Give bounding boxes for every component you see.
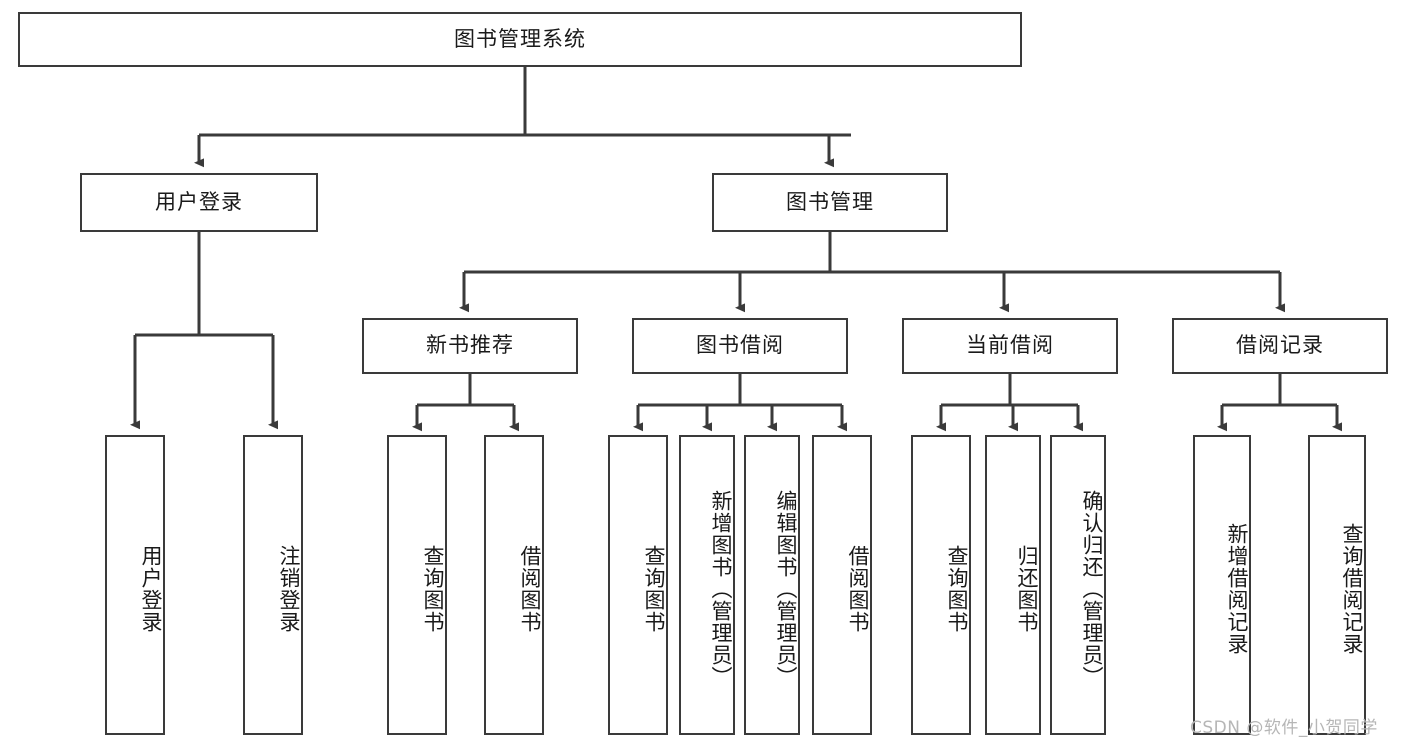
node-leaf-borrow-book-1-label: 借阅图书 [518, 545, 542, 633]
node-book-borrow-label: 图书借阅 [696, 333, 784, 358]
node-leaf-borrow-book-2[interactable]: 借阅图书 [812, 435, 872, 735]
node-root[interactable]: 图书管理系统 [18, 12, 1022, 67]
node-leaf-logout[interactable]: 注销登录 [243, 435, 303, 735]
node-leaf-borrow-book-2-label: 借阅图书 [846, 545, 870, 633]
node-book-borrow[interactable]: 图书借阅 [632, 318, 848, 374]
node-leaf-confirm-return[interactable]: 确认归还（管理员） [1050, 435, 1106, 735]
node-current-borrow[interactable]: 当前借阅 [902, 318, 1118, 374]
node-leaf-add-book-label: 新增图书（管理员） [709, 490, 733, 688]
node-leaf-query-book-3-label: 查询图书 [945, 545, 969, 633]
node-book-manage[interactable]: 图书管理 [712, 173, 948, 232]
node-book-manage-label: 图书管理 [786, 189, 874, 214]
node-leaf-query-book-1-label: 查询图书 [421, 545, 445, 633]
node-borrow-record[interactable]: 借阅记录 [1172, 318, 1388, 374]
node-leaf-add-book[interactable]: 新增图书（管理员） [679, 435, 735, 735]
node-leaf-return-book[interactable]: 归还图书 [985, 435, 1041, 735]
node-new-book-recommend-label: 新书推荐 [426, 333, 514, 358]
node-leaf-query-record-label: 查询借阅记录 [1340, 523, 1364, 655]
node-leaf-query-book-3[interactable]: 查询图书 [911, 435, 971, 735]
node-leaf-user-login-label: 用户登录 [139, 545, 163, 633]
node-leaf-query-record[interactable]: 查询借阅记录 [1308, 435, 1366, 735]
node-leaf-edit-book[interactable]: 编辑图书（管理员） [744, 435, 800, 735]
node-leaf-user-login[interactable]: 用户登录 [105, 435, 165, 735]
node-leaf-add-record[interactable]: 新增借阅记录 [1193, 435, 1251, 735]
node-leaf-query-book-2-label: 查询图书 [642, 545, 666, 633]
node-leaf-query-book-2[interactable]: 查询图书 [608, 435, 668, 735]
node-leaf-add-record-label: 新增借阅记录 [1225, 523, 1249, 655]
node-borrow-record-label: 借阅记录 [1236, 333, 1324, 358]
node-leaf-logout-label: 注销登录 [277, 545, 301, 633]
node-leaf-return-book-label: 归还图书 [1015, 545, 1039, 633]
node-leaf-confirm-return-label: 确认归还（管理员） [1080, 490, 1104, 688]
node-leaf-edit-book-label: 编辑图书（管理员） [774, 490, 798, 688]
node-user-login-label: 用户登录 [155, 189, 243, 214]
node-leaf-query-book-1[interactable]: 查询图书 [387, 435, 447, 735]
node-leaf-borrow-book-1[interactable]: 借阅图书 [484, 435, 544, 735]
csdn-watermark: CSDN @软件_小贺同学 [1190, 718, 1378, 738]
node-user-login[interactable]: 用户登录 [80, 173, 318, 232]
node-new-book-recommend[interactable]: 新书推荐 [362, 318, 578, 374]
node-current-borrow-label: 当前借阅 [966, 333, 1054, 358]
node-root-label: 图书管理系统 [454, 26, 586, 51]
